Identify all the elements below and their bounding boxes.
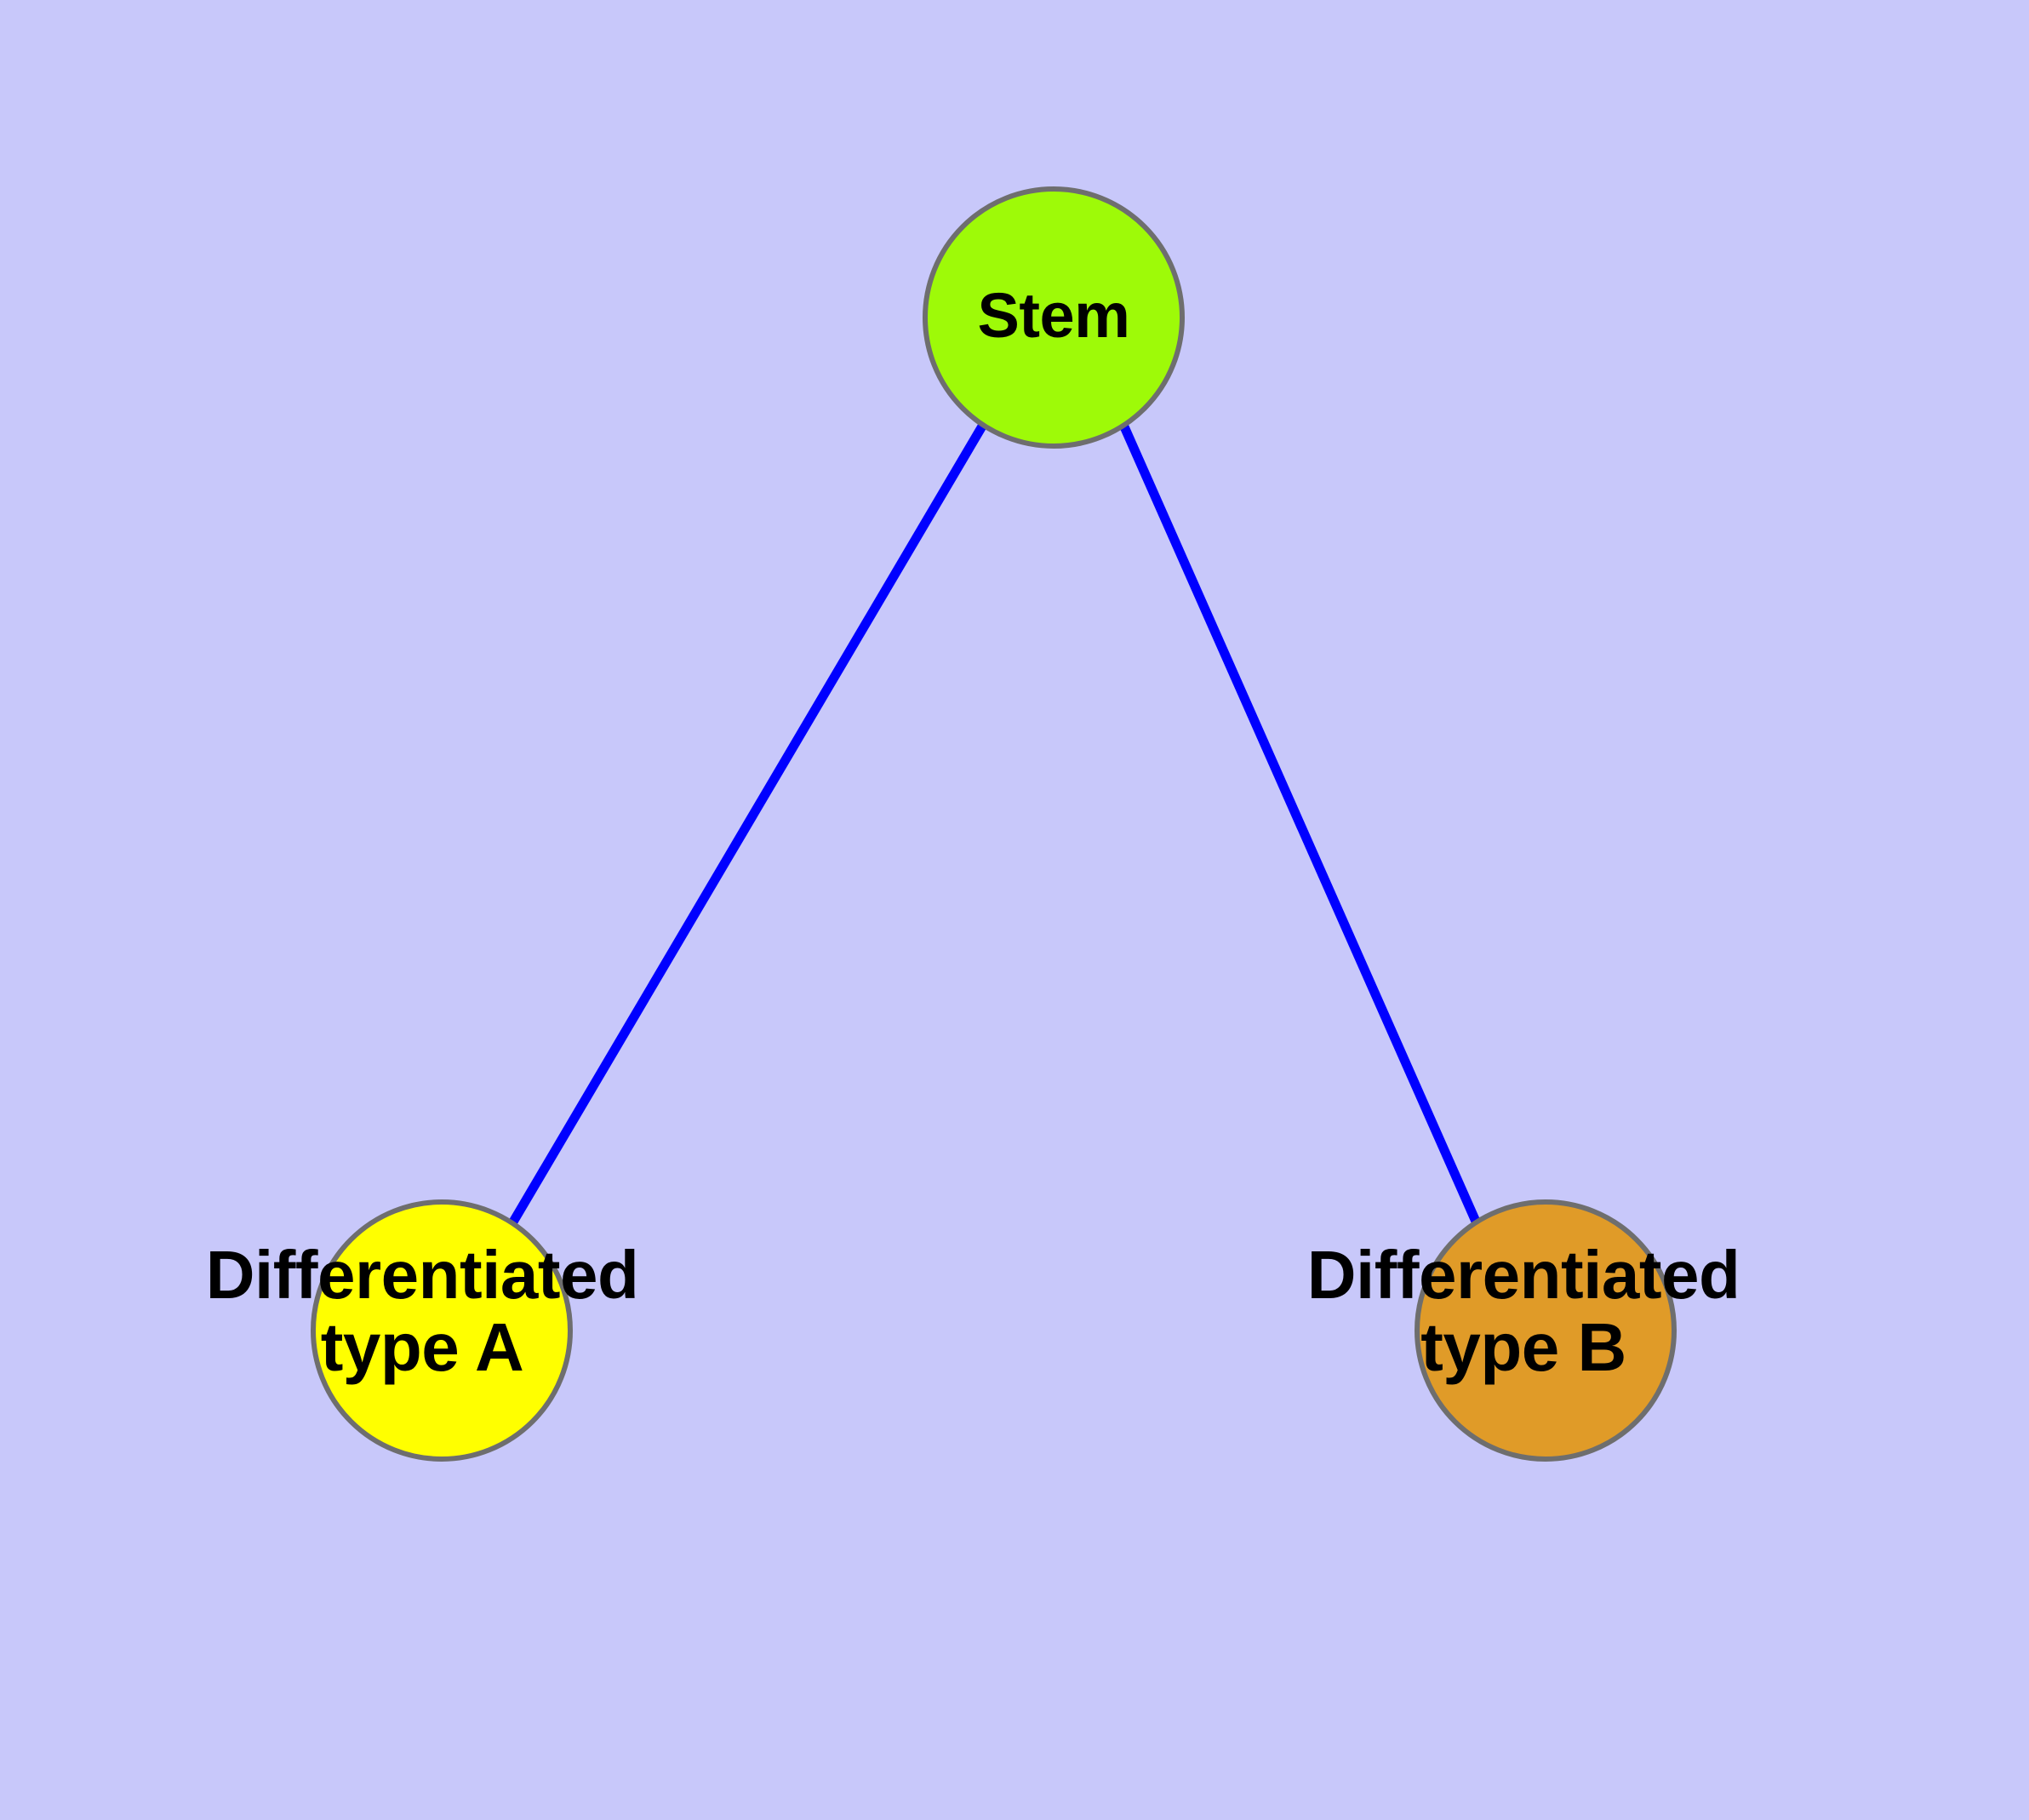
node-differentiated-type-a[interactable] bbox=[311, 1199, 573, 1462]
node-layer bbox=[311, 186, 1677, 1462]
edge-layer bbox=[508, 422, 1482, 1226]
edge-stem-to-differentiated-type-a[interactable] bbox=[508, 422, 987, 1226]
edge-stem-to-differentiated-type-b[interactable] bbox=[1118, 422, 1482, 1226]
node-differentiated-type-b[interactable] bbox=[1415, 1199, 1677, 1462]
node-stem[interactable] bbox=[923, 186, 1185, 449]
